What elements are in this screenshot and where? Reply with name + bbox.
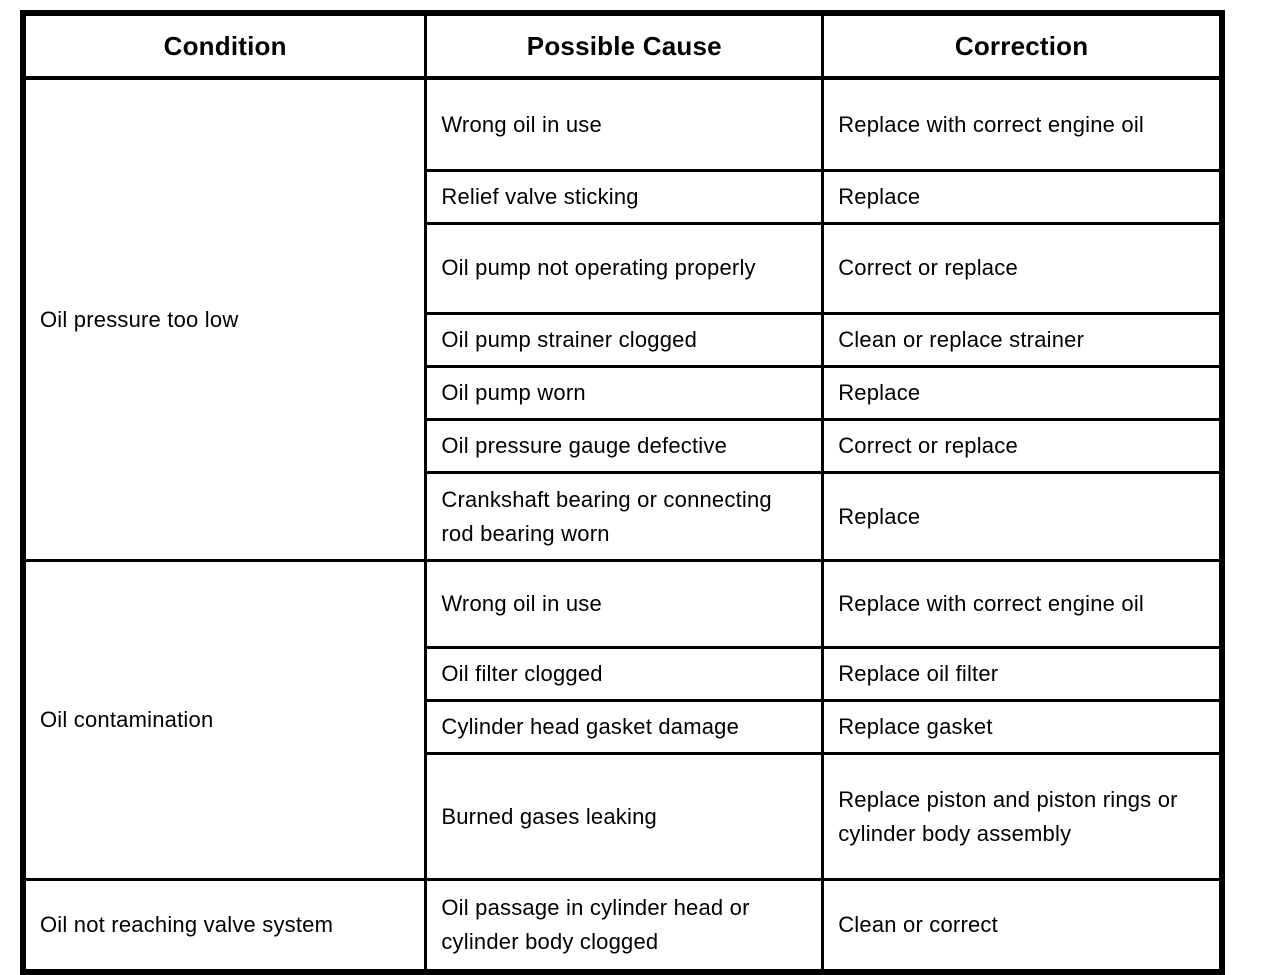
cause-cell: Wrong oil in use bbox=[424, 559, 825, 650]
condition-cell: Oil pressure too low bbox=[21, 76, 428, 563]
correction-cell: Replace bbox=[821, 364, 1224, 422]
cause-cell: Burned gases leaking bbox=[424, 752, 825, 882]
column-header-correction: Correction bbox=[821, 11, 1224, 81]
cause-cell: Oil pressure gauge defective bbox=[424, 418, 825, 475]
correction-cell: Correct or replace bbox=[821, 418, 1224, 475]
cause-cell: Oil pump worn bbox=[424, 364, 825, 422]
cause-cell: Crankshaft bearing or connecting rod bea… bbox=[424, 471, 825, 563]
condition-cell: Oil contamination bbox=[21, 559, 428, 882]
correction-cell: Correct or replace bbox=[821, 221, 1224, 315]
correction-cell: Clean or replace strainer bbox=[821, 311, 1224, 368]
cause-cell: Oil filter clogged bbox=[424, 646, 825, 703]
cause-cell: Oil pump not operating properly bbox=[424, 221, 825, 315]
cause-cell: Oil pump strainer clogged bbox=[424, 311, 825, 368]
condition-cell: Oil not reaching valve system bbox=[21, 878, 428, 974]
column-header-cause: Possible Cause bbox=[424, 11, 825, 81]
correction-cell: Replace bbox=[821, 168, 1224, 225]
cause-cell: Cylinder head gasket damage bbox=[424, 699, 825, 756]
cause-cell: Relief valve sticking bbox=[424, 168, 825, 225]
correction-cell: Replace with correct engine oil bbox=[821, 559, 1224, 650]
correction-cell: Replace oil filter bbox=[821, 646, 1224, 703]
column-header-condition: Condition bbox=[21, 11, 428, 81]
correction-cell: Replace with correct engine oil bbox=[821, 76, 1224, 172]
table-row: Crankshaft bearing or connecting rod bea… bbox=[23, 471, 1224, 563]
correction-cell: Replace gasket bbox=[821, 699, 1224, 756]
correction-cell: Replace piston and piston rings or cylin… bbox=[821, 752, 1224, 882]
correction-cell: Clean or correct bbox=[821, 878, 1224, 974]
cause-cell: Oil passage in cylinder head or cylinder… bbox=[424, 878, 825, 974]
cause-cell: Wrong oil in use bbox=[424, 76, 825, 172]
correction-cell: Replace bbox=[821, 471, 1224, 563]
